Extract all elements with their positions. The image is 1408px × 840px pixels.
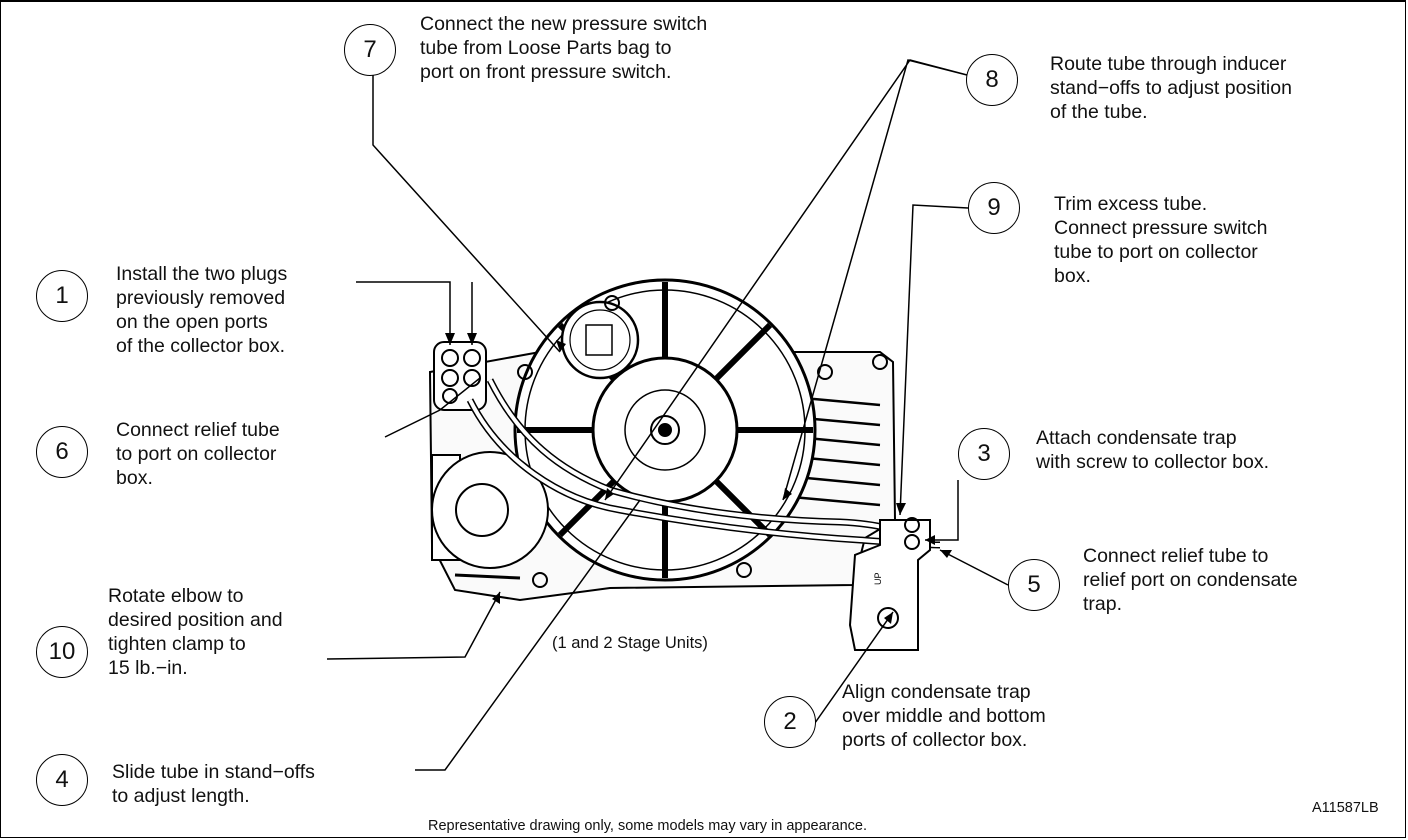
trap-up-label: UP <box>873 572 883 585</box>
callout-text-9: Trim excess tube.Connect pressure switch… <box>1054 193 1268 287</box>
footer-note: Representative drawing only, some models… <box>428 818 867 834</box>
leader-1 <box>356 281 473 345</box>
leader-8 <box>604 59 968 501</box>
leader-9 <box>899 204 969 516</box>
collector-ports-block <box>433 341 487 411</box>
callout-number-8: 8 <box>966 54 1018 106</box>
callout-number-6: 6 <box>36 426 88 478</box>
leader-10 <box>326 591 501 660</box>
callout-number-3: 3 <box>958 428 1010 480</box>
units-label: (1 and 2 Stage Units) <box>552 634 708 652</box>
callout-number-9: 9 <box>968 182 1020 234</box>
callout-number-4: 4 <box>36 754 88 806</box>
leader-5 <box>939 549 1009 586</box>
callout-number-7: 7 <box>344 24 396 76</box>
callout-number-1: 1 <box>36 270 88 322</box>
callout-number-5: 5 <box>1008 559 1060 611</box>
callout-number-10: 10 <box>36 626 88 678</box>
condensate-trap <box>848 519 931 651</box>
leader-6 <box>384 377 481 438</box>
leader-7 <box>372 72 561 353</box>
pressure-switch <box>560 300 640 380</box>
callout-number-2: 2 <box>764 696 816 748</box>
drawing-id: A11587LB <box>1312 800 1379 816</box>
leader-4 <box>415 499 641 771</box>
leader-3 <box>925 480 959 541</box>
leader-2 <box>809 611 894 731</box>
